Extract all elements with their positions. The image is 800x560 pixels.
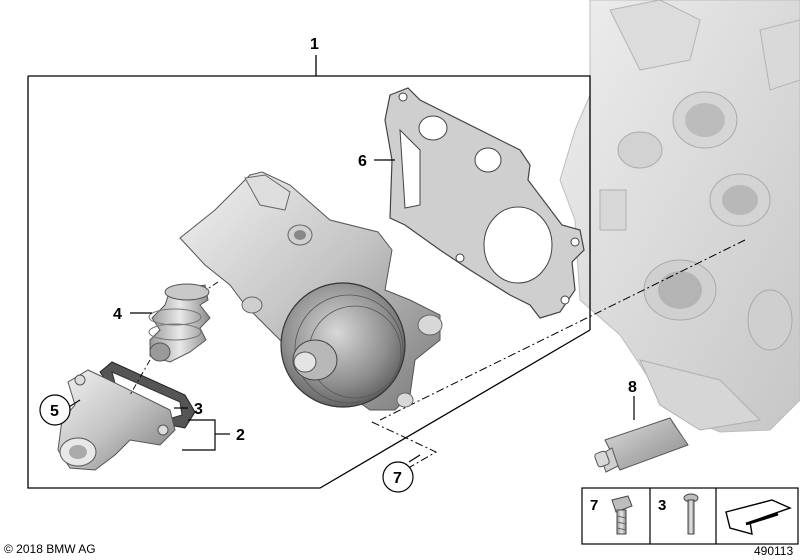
part-axis-lines <box>129 281 219 396</box>
callout-5: 5 <box>50 403 59 420</box>
diagram-number: 490113 <box>754 544 794 558</box>
direction-arrow-icon <box>725 499 792 535</box>
water-pump-image <box>179 171 443 411</box>
callout-3: 3 <box>194 401 203 418</box>
legend-screw-image <box>683 493 699 535</box>
callout-1: 1 <box>310 36 319 53</box>
callout-7: 7 <box>393 470 402 487</box>
callout-6: 6 <box>358 153 367 170</box>
thermostat-image <box>148 283 211 363</box>
gasket-image <box>384 87 585 319</box>
thermostat-housing-image <box>57 369 176 471</box>
assembly-frame <box>27 55 591 489</box>
legend-screw-number: 3 <box>658 497 666 514</box>
legend-bolt-image <box>611 495 633 535</box>
paste-tube-image <box>594 417 689 473</box>
callout-5-circle <box>39 394 71 426</box>
engine-block-image <box>559 0 800 433</box>
callout-4: 4 <box>113 306 122 323</box>
callout-8: 8 <box>628 379 637 396</box>
copyright-text: © 2018 BMW AG <box>4 542 96 556</box>
alignment-line <box>371 239 746 471</box>
callout-2: 2 <box>236 427 245 444</box>
legend-bolt-number: 7 <box>590 497 598 514</box>
callout-7-circle <box>382 461 414 493</box>
